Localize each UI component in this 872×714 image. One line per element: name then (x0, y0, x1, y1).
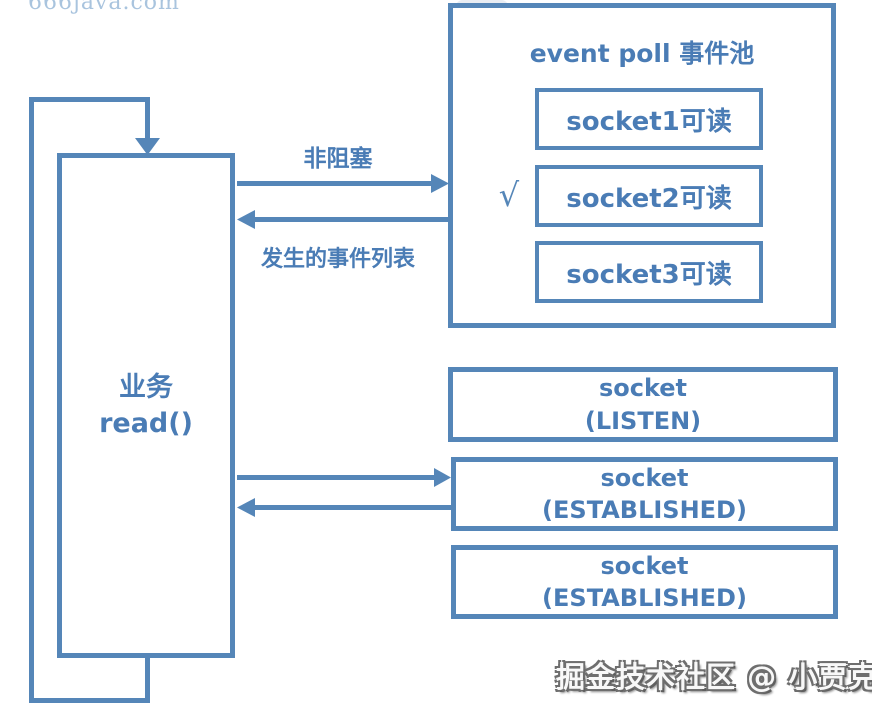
socket-state-label: (ESTABLISHED) (542, 496, 747, 524)
watermark-bottom: 掘金技术社区 @ 小贾克斯 (556, 660, 872, 694)
arrow-read-head (434, 468, 451, 487)
watermark-top: 666java.com (28, 0, 180, 15)
socket-listen-box: socket (LISTEN) (448, 367, 838, 442)
event-item-socket3: socket3可读 (535, 241, 763, 303)
socket-state-label: (LISTEN) (584, 406, 702, 435)
events-list-label: 发生的事件列表 (260, 247, 415, 272)
nonblocking-label: 非阻塞 (303, 146, 373, 172)
event-item-socket2: socket2可读 (535, 165, 763, 227)
socket-state-label: (ESTABLISHED) (542, 584, 747, 612)
socket-established-box-2: socket (ESTABLISHED) (451, 545, 838, 619)
arrow-events-head (237, 210, 255, 229)
arrow-return-head (237, 498, 255, 517)
event-item-label: socket2可读 (566, 183, 732, 214)
business-read-box: 业务 read() (57, 153, 235, 658)
check-mark: √ (498, 176, 520, 214)
event-item-label: socket3可读 (566, 259, 732, 290)
loop-line (29, 97, 150, 703)
read-call-label: read() (99, 407, 193, 439)
loop-arrowhead-down (135, 138, 160, 155)
socket-label: socket (600, 551, 689, 580)
event-item-label: socket1可读 (566, 106, 732, 137)
socket-label: socket (600, 463, 689, 492)
event-pool-title: event poll 事件池 (529, 39, 755, 68)
socket-established-box-1: socket (ESTABLISHED) (451, 457, 838, 531)
socket-label: socket (598, 374, 688, 403)
event-item-socket1: socket1可读 (535, 88, 763, 150)
arrow-nonblocking-head (431, 174, 449, 193)
business-label: 业务 (119, 372, 173, 404)
